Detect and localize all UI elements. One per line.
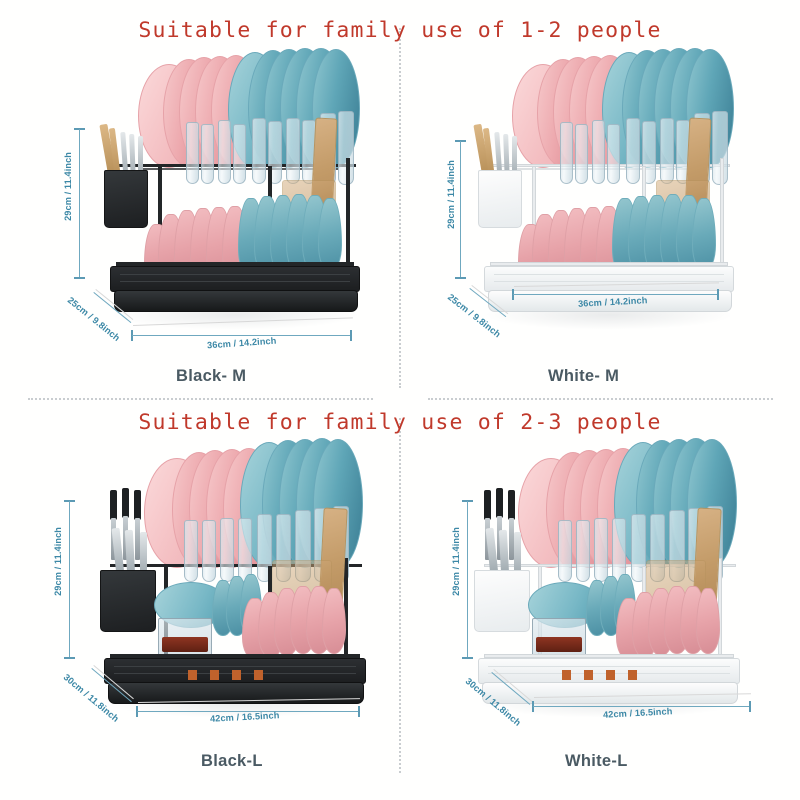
dim-cap-height-black-l-bottom (64, 657, 75, 659)
dim-cap-width-black-l-left (136, 706, 138, 717)
dim-line-height-black-m (79, 129, 81, 277)
dim-cap-height-white-m-bottom (455, 277, 466, 279)
dim-cap-height-black-l-top (64, 500, 75, 502)
divider-vertical-top (399, 28, 401, 388)
dim-cap-height-white-m-top (455, 140, 466, 142)
product-image-black-l (92, 432, 382, 732)
dim-line-width-white-l (533, 706, 750, 708)
label-black-m: Black- M (176, 367, 247, 385)
glass-food-container (532, 618, 586, 656)
dim-line-height-white-m (460, 141, 462, 277)
label-white-l: White-L (565, 752, 628, 770)
dim-cap-width-black-l-right (358, 706, 360, 717)
glass-food-container (158, 618, 212, 656)
product-image-white-m (473, 48, 754, 348)
dim-cap-width-black-m-right (350, 330, 352, 341)
divider-horizontal-right (428, 398, 773, 400)
headline-top: Suitable for family use of 1-2 people (138, 18, 662, 43)
product-image-black-m (99, 48, 380, 348)
product-image-white-l (466, 432, 756, 732)
label-black-l: Black-L (201, 752, 263, 770)
dim-height-white-l: 29cm / 11.4inch (451, 527, 461, 596)
dim-line-width-black-l (137, 711, 359, 713)
dim-cap-height-black-m-bottom (74, 277, 85, 279)
dim-cap-height-white-l-top (462, 500, 473, 502)
divider-horizontal-left (28, 398, 373, 400)
dim-cap-width-white-l-right (749, 701, 751, 712)
headline-bottom: Suitable for family use of 2-3 people (138, 410, 662, 435)
dim-line-height-white-l (467, 501, 469, 657)
dim-cap-width-white-l-left (532, 701, 534, 712)
dim-height-white-m: 29cm / 11.4inch (446, 160, 456, 229)
dim-cap-height-black-m-top (74, 128, 85, 130)
dim-cap-width-white-m-right (717, 289, 719, 300)
dim-line-width-white-m (513, 294, 718, 296)
dim-line-height-black-l (69, 501, 71, 657)
dim-line-width-black-m (132, 335, 351, 337)
dim-height-black-m: 29cm / 11.4inch (63, 152, 73, 221)
label-white-m: White- M (548, 367, 620, 385)
dim-height-black-l: 29cm / 11.4inch (53, 527, 63, 596)
dim-cap-width-white-m-left (512, 289, 514, 300)
dim-cap-height-white-l-bottom (462, 657, 473, 659)
dim-cap-width-black-m-left (131, 330, 133, 341)
divider-vertical-bottom (399, 418, 401, 773)
